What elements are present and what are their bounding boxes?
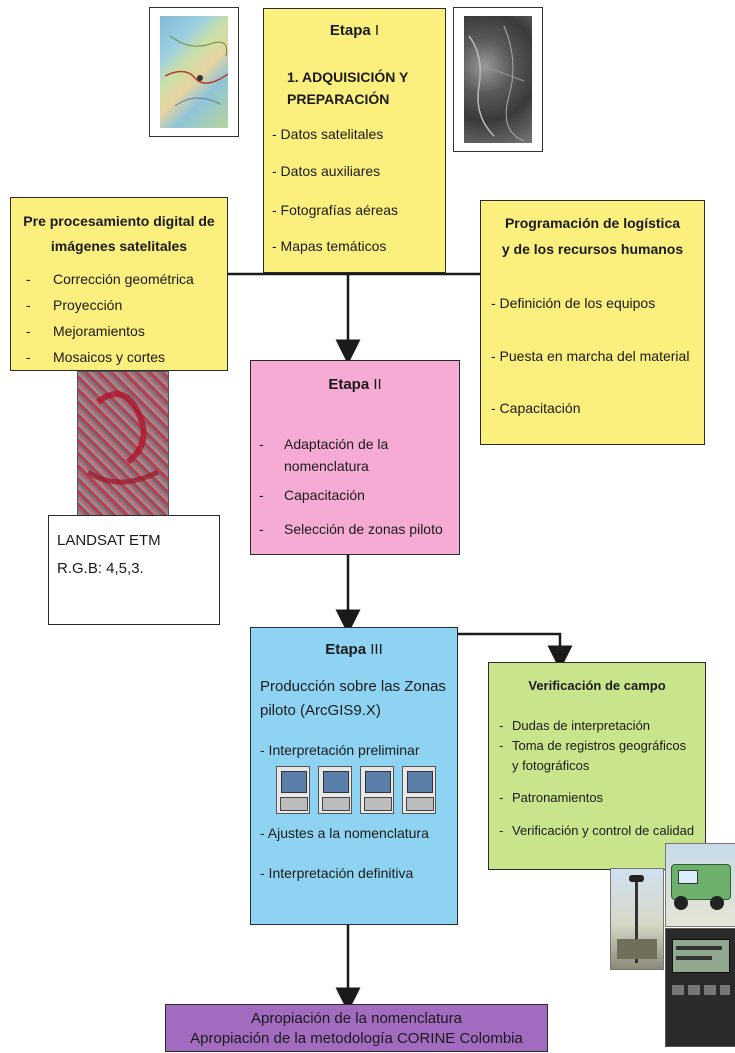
logistics-item: - Definición de los equipos: [491, 295, 656, 311]
stage1-item: - Mapas temáticos: [272, 238, 387, 254]
preprocessing-item: Proyección: [53, 297, 123, 313]
stage1-title-bold: Etapa: [329, 22, 371, 39]
satellite-image-thumbnail: [453, 7, 543, 152]
preprocessing-item: Corrección geométrica: [53, 271, 194, 287]
computer-icon: [318, 766, 352, 814]
preprocessing-title-line1: Pre procesamiento digital de: [23, 213, 215, 229]
final-line2: Apropiación de la metodología CORINE Col…: [190, 1030, 523, 1047]
final-line1: Apropiación de la nomenclatura: [251, 1010, 462, 1027]
stage3-item: - Interpretación definitiva: [260, 865, 414, 881]
logistics-item: - Capacitación: [491, 400, 581, 416]
stage3-title-bold: Etapa: [325, 641, 367, 658]
preprocessing-box: Pre procesamiento digital de imágenes sa…: [10, 197, 228, 371]
stage3-title-num: III: [370, 641, 383, 658]
satellite-image-icon: [464, 16, 532, 143]
computer-icons-row: [276, 766, 446, 818]
stage1-heading-line1: 1. ADQUISICIÓN Y: [287, 69, 409, 85]
verification-item: Verificación y control de calidad: [512, 823, 695, 838]
landsat-image-icon: [77, 371, 169, 520]
stage1-title-num: I: [374, 22, 380, 39]
verification-dash: -: [499, 790, 504, 805]
stage1-heading-line2: PREPARACIÓN: [287, 91, 390, 107]
field-photo-gps: [665, 928, 735, 1047]
verification-title: Verificación de campo: [528, 678, 666, 693]
stage2-item3: Selección de zonas piloto: [284, 521, 443, 537]
computer-icon: [360, 766, 394, 814]
final-box: Apropiación de la nomenclatura Apropiaci…: [165, 1004, 548, 1052]
stage2-title-num: II: [373, 376, 382, 393]
stage1-item: - Fotografías aéreas: [272, 202, 399, 218]
verification-item: Patronamientos: [512, 790, 604, 805]
logistics-item: - Puesta en marcha del material: [491, 348, 690, 364]
logistics-title-line2: y de los recursos humanos: [501, 241, 684, 257]
preprocessing-dash: -: [26, 349, 31, 365]
stage1-item: - Datos auxiliares: [272, 163, 381, 179]
stage2-dash: -: [259, 521, 264, 537]
stage3-item: - Interpretación preliminar: [260, 742, 420, 758]
stage2-dash: -: [259, 487, 264, 503]
preprocessing-item: Mosaicos y cortes: [53, 349, 166, 365]
stage2-item2: Capacitación: [284, 487, 365, 503]
stage3-item: - Ajustes a la nomenclatura: [260, 825, 429, 841]
logistics-box: Programación de logística y de los recur…: [480, 200, 705, 445]
landsat-label-box: LANDSAT ETM R.G.B: 4,5,3.: [48, 515, 220, 625]
verification-item: Toma de registros geográficos: [512, 738, 687, 753]
stage3-production-line1: Producción sobre las Zonas: [260, 678, 446, 695]
stage2-title-bold: Etapa: [328, 376, 370, 393]
verification-box: Verificación de campo - Dudas de interpr…: [488, 662, 706, 870]
preprocessing-dash: -: [26, 271, 31, 287]
preprocessing-dash: -: [26, 323, 31, 339]
verification-dash: -: [499, 823, 504, 838]
map-thumbnail: [149, 7, 239, 137]
preprocessing-item: Mejoramientos: [53, 323, 145, 339]
field-photo-pole: [610, 868, 664, 970]
verification-dash: -: [499, 718, 504, 733]
stage2-title: Etapa II: [251, 376, 459, 393]
logistics-title-line1: Programación de logística: [504, 215, 681, 231]
verification-item: Dudas de interpretación: [512, 718, 651, 733]
map-thumbnail-icon: [160, 16, 229, 128]
computer-icon: [276, 766, 310, 814]
stage1-title: Etapa I: [264, 22, 445, 39]
landsat-label-line2: R.G.B: 4,5,3.: [57, 560, 144, 577]
computer-icon: [402, 766, 436, 814]
preprocessing-dash: -: [26, 297, 31, 313]
landsat-label-line1: LANDSAT ETM: [57, 532, 161, 549]
stage1-box: Etapa I 1. ADQUISICIÓN Y PREPARACIÓN - D…: [263, 8, 446, 273]
stage3-production-line2: piloto (ArcGIS9.X): [260, 702, 381, 719]
stage3-box: Etapa III Producción sobre las Zonas pil…: [250, 627, 458, 925]
stage1-item: - Datos satelitales: [272, 126, 384, 142]
stage2-item1-line1: Adaptación de la: [284, 436, 389, 452]
arrow-stage3-to-verification: [458, 632, 573, 671]
stage2-box: Etapa II - Adaptación de la nomenclatura…: [250, 360, 460, 555]
stage3-title: Etapa III: [251, 641, 457, 658]
preprocessing-title-line2: imágenes satelitales: [50, 238, 188, 254]
stage2-item1-line2: nomenclatura: [284, 458, 369, 474]
verification-item: y fotográficos: [512, 758, 590, 773]
stage2-dash: -: [259, 436, 264, 452]
verification-dash: -: [499, 738, 504, 753]
field-photo-truck: [665, 843, 735, 927]
field-photos-icon: [610, 840, 735, 1050]
